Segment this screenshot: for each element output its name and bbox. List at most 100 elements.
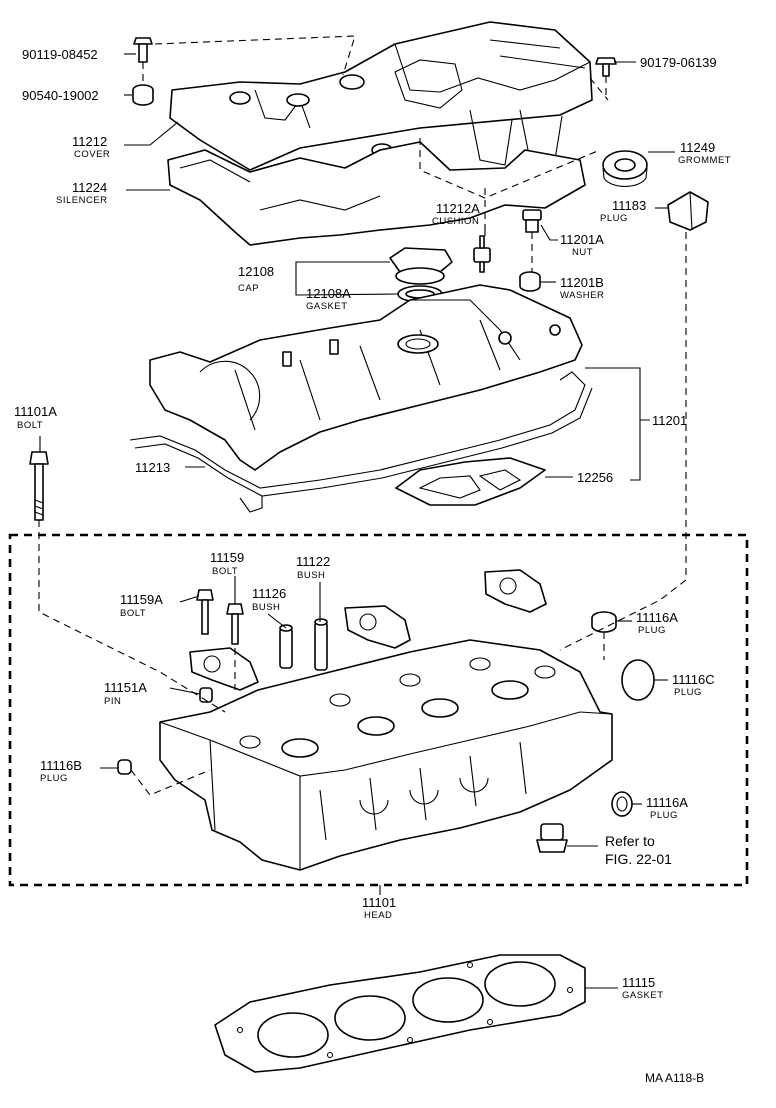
bolt-90119-part — [133, 37, 153, 63]
callout-11115: 11115 GASKET — [622, 975, 664, 1001]
part-name: HEAD — [364, 910, 392, 921]
part-number: 11101A — [14, 404, 57, 419]
part-name: SILENCER — [56, 195, 108, 206]
drawing-code: MA A118-B — [645, 1071, 704, 1085]
plug-11116a-bottom-part — [611, 791, 633, 817]
callout-11159a: 11159A BOLT — [120, 592, 163, 619]
plug-11116c-part — [621, 659, 655, 701]
bolt-11159-part — [226, 603, 244, 645]
reference-line-2: FIG. 22-01 — [605, 851, 672, 867]
callout-11183: 11183 PLUG — [600, 198, 646, 224]
cushion-part — [473, 235, 491, 273]
nut-part — [522, 209, 542, 233]
part-name: PLUG — [638, 625, 666, 636]
part-number: 11126 — [252, 586, 286, 601]
part-name: COVER — [74, 149, 110, 160]
part-number: 11201A — [560, 232, 604, 247]
part-name: CAP — [238, 283, 259, 294]
bush-11126-part — [279, 624, 293, 669]
callout-90540: 90540-19002 — [22, 88, 99, 103]
washer-11201b-part — [519, 271, 541, 292]
cylinder-head-assembly-frame — [8, 533, 749, 887]
callout-11101a: 11101A BOLT — [14, 404, 57, 431]
part-number: 11101 — [362, 895, 396, 910]
part-name: WASHER — [560, 290, 604, 301]
part-number: 11116A — [646, 795, 688, 810]
oil-filler-cap-part — [389, 247, 453, 285]
part-name: BOLT — [212, 566, 238, 577]
part-number: 11212A — [436, 201, 480, 216]
callout-12108: 12108 CAP — [238, 264, 274, 294]
part-number: 90540-19002 — [22, 88, 99, 103]
washer-90540-part — [132, 84, 154, 106]
head-cover-subassembly-part — [149, 284, 583, 471]
callout-12256: 12256 — [577, 470, 613, 485]
part-number: 11115 — [622, 975, 655, 990]
bearing-cap-part-1 — [189, 647, 259, 691]
callout-11116c: 11116C PLUG — [672, 672, 715, 698]
part-number: 11183 — [612, 198, 646, 213]
callout-90119: 90119-08452 — [22, 47, 98, 62]
callout-11101: 11101 HEAD — [362, 895, 396, 921]
bearing-cap-part-2 — [344, 605, 411, 649]
part-name: BOLT — [120, 608, 146, 619]
part-number: 11249 — [680, 140, 715, 155]
part-number: 11116B — [40, 758, 82, 773]
head-cover-gasket-part — [129, 371, 593, 513]
cylinder-head-part — [159, 639, 613, 871]
referenced-part — [536, 823, 568, 853]
part-name: GASKET — [306, 301, 348, 312]
part-name: PLUG — [600, 213, 628, 224]
part-name: BUSH — [252, 602, 280, 613]
part-number: 90119-08452 — [22, 47, 98, 62]
callout-reference-fig: Refer to FIG. 22-01 — [605, 833, 672, 867]
part-number: 11213 — [135, 460, 170, 475]
part-number: 11159A — [120, 592, 163, 607]
part-name: PIN — [104, 696, 121, 707]
callout-11159: 11159 BOLT — [210, 550, 244, 577]
part-number: 12256 — [577, 470, 613, 485]
bush-11122-part — [314, 618, 328, 671]
part-name: PLUG — [40, 773, 68, 784]
bolt-11159a-part — [196, 589, 214, 635]
head-gasket-part — [214, 954, 586, 1073]
callout-11212: 11212 COVER — [72, 134, 110, 160]
part-number: 11122 — [296, 554, 330, 569]
bolt-90179-part — [595, 57, 617, 77]
callout-11151a: 11151A PIN — [104, 680, 147, 707]
part-number: 11212 — [72, 134, 107, 149]
part-number: 11116C — [672, 672, 715, 687]
part-number: 11151A — [104, 680, 147, 695]
part-name: GROMMET — [678, 155, 731, 166]
plug-11183-part — [667, 191, 709, 231]
part-number: 12108 — [238, 264, 274, 279]
part-number: 11201 — [652, 413, 687, 428]
callout-11126: 11126 BUSH — [252, 586, 286, 613]
callout-11213: 11213 — [135, 460, 170, 475]
callout-11201: 11201 — [652, 413, 687, 428]
leader-lines — [39, 53, 675, 989]
callout-11201b: 11201B WASHER — [560, 275, 604, 301]
reference-line-1: Refer to — [605, 833, 655, 849]
part-name: GASKET — [622, 990, 664, 1001]
plug-11116a-top-part — [591, 611, 617, 633]
plug-11116b-part — [117, 759, 132, 775]
part-number: 11116A — [636, 610, 678, 625]
grommet-part — [602, 150, 648, 187]
part-number: 12108A — [306, 286, 351, 301]
part-name: BUSH — [297, 570, 325, 581]
part-name: PLUG — [650, 810, 678, 821]
part-number: 11159 — [210, 550, 244, 565]
part-number: 11201B — [560, 275, 604, 290]
silencer-part — [167, 141, 586, 246]
bearing-cap-part-3 — [484, 569, 547, 613]
spark-plug-tube-gasket-part — [395, 457, 546, 506]
part-name: CUSHION — [432, 216, 479, 227]
part-name: BOLT — [17, 420, 43, 431]
part-number: 90179-06139 — [640, 55, 717, 70]
part-number: 11224 — [72, 180, 107, 195]
cover-part — [169, 21, 593, 171]
callout-11116a-bottom: 11116A PLUG — [646, 795, 688, 821]
callout-11212a: 11212A CUSHION — [432, 201, 480, 227]
